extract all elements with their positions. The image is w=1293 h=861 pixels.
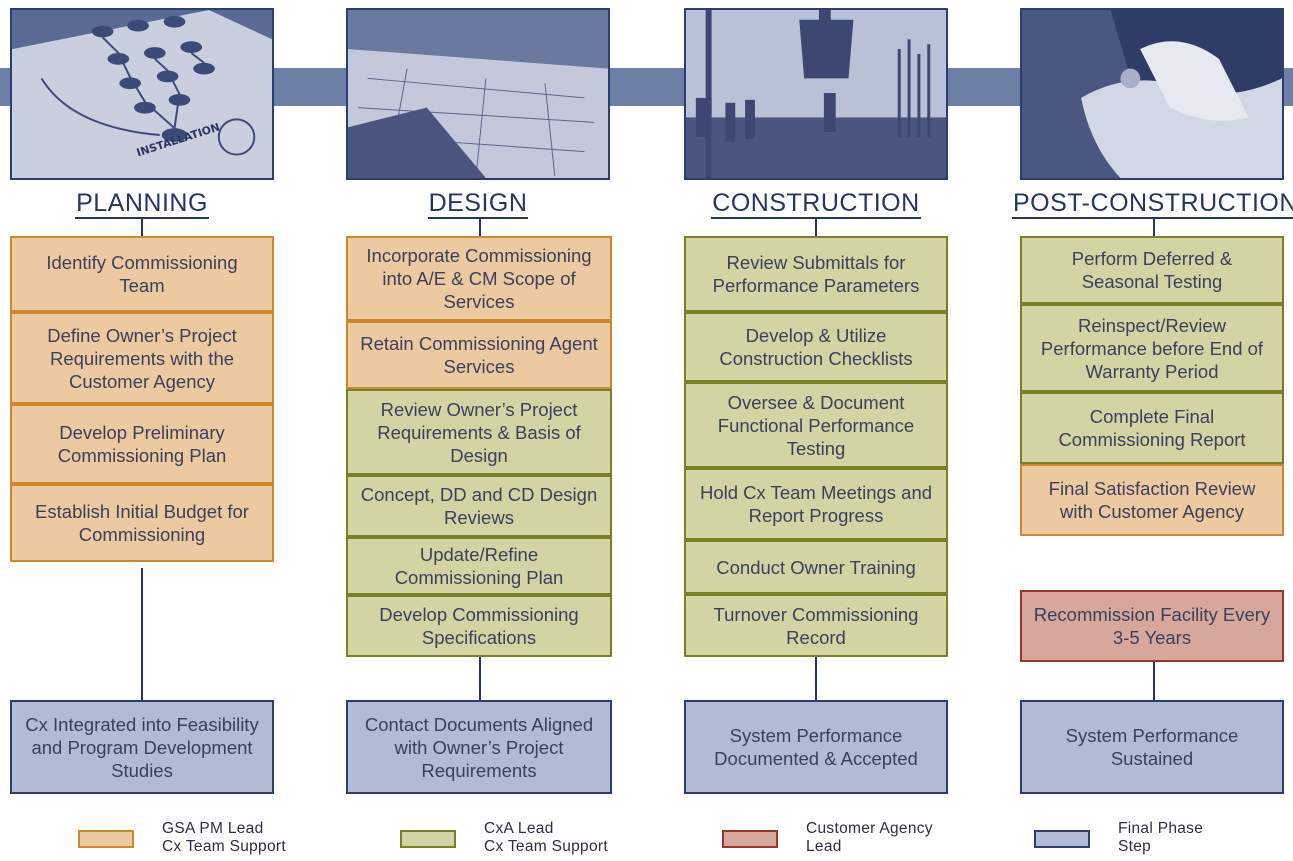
legend-swatch-olive: [400, 830, 456, 848]
phase-title-post-construction: POST-CONSTRUCTION: [1012, 186, 1293, 220]
step-box: Concept, DD and CD Design Reviews: [346, 475, 612, 537]
step-box: Review Owner’s Project Requirements & Ba…: [346, 389, 612, 475]
connector-line: [141, 218, 143, 236]
step-box: Turnover Commissioning Record: [684, 594, 948, 657]
connector-line: [815, 657, 817, 700]
phase-title-design: DESIGN: [427, 189, 529, 219]
step-box: Hold Cx Team Meetings and Report Progres…: [684, 468, 948, 540]
connector-line: [479, 218, 481, 236]
outcome-box-post-construction: System Performance Sustained: [1020, 700, 1284, 794]
post-construction-photo: [1020, 8, 1284, 180]
step-box: Incorporate Commissioning into A/E & CM …: [346, 236, 612, 321]
step-box: Develop Preliminary Commissioning Plan: [10, 404, 274, 484]
step-box: Develop Commissioning Specifications: [346, 595, 612, 657]
legend-label: CxA Lead: [484, 820, 554, 837]
recommission-box: Recommission Facility Every 3-5 Years: [1020, 590, 1284, 662]
legend-label: Step: [1118, 838, 1152, 855]
legend-swatch-blue: [1034, 830, 1090, 848]
connector-line: [479, 657, 481, 700]
step-box: Review Submittals for Performance Parame…: [684, 236, 948, 312]
step-box: Establish Initial Budget for Commissioni…: [10, 484, 274, 562]
connector-line: [141, 568, 143, 700]
connector-line: [815, 218, 817, 236]
phase-title-construction: CONSTRUCTION: [711, 189, 921, 219]
legend-swatch-orange: [78, 830, 134, 848]
planning-photo: INSTALLATION: [10, 8, 274, 180]
outcome-box-construction: System Performance Documented & Accepted: [684, 700, 948, 794]
step-box: Complete Final Commissioning Report: [1020, 392, 1284, 464]
step-box: Define Owner’s Project Requirements with…: [10, 312, 274, 404]
phase-title-planning: PLANNING: [75, 189, 209, 219]
legend-label: Final Phase: [1118, 820, 1204, 837]
legend-label: Cx Team Support: [162, 838, 286, 855]
step-box: Oversee & Document Functional Performanc…: [684, 382, 948, 468]
step-box: Conduct Owner Training: [684, 540, 948, 594]
legend-label: Customer Agency: [806, 820, 933, 837]
legend-swatch-red: [722, 830, 778, 848]
step-box: Develop & Utilize Construction Checklist…: [684, 312, 948, 382]
step-box: Retain Commissioning Agent Services: [346, 321, 612, 389]
step-box: Identify Commissioning Team: [10, 236, 274, 312]
step-box: Final Satisfaction Review with Customer …: [1020, 464, 1284, 536]
legend-label: Cx Team Support: [484, 838, 608, 855]
step-box: Reinspect/Review Performance before End …: [1020, 304, 1284, 392]
legend-label: Lead: [806, 838, 842, 855]
legend-label: GSA PM Lead: [162, 820, 264, 837]
design-photo: [346, 8, 610, 180]
outcome-box-planning: Cx Integrated into Feasibility and Progr…: [10, 700, 274, 794]
step-box: Perform Deferred & Seasonal Testing: [1020, 236, 1284, 304]
outcome-box-design: Contact Documents Aligned with Owner’s P…: [346, 700, 612, 794]
step-box: Update/Refine Commissioning Plan: [346, 537, 612, 595]
connector-line: [1153, 662, 1155, 700]
construction-photo: [684, 8, 948, 180]
connector-line: [1153, 218, 1155, 236]
